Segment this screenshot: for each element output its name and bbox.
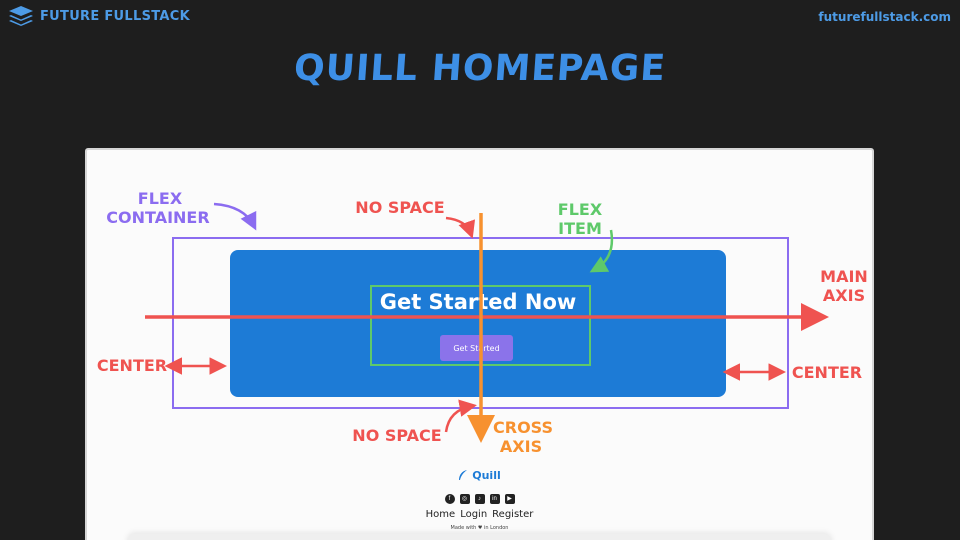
- social-links: f ◎ ♪ in ▶: [87, 494, 872, 504]
- page-title: QUILL HOMEPAGE: [292, 48, 668, 89]
- footer-logo[interactable]: Quill: [458, 469, 501, 482]
- linkedin-icon[interactable]: in: [489, 494, 500, 504]
- hero-section: Get Started Now Get Started: [230, 250, 726, 397]
- get-started-button[interactable]: Get Started: [440, 335, 513, 361]
- feather-icon: [459, 470, 468, 480]
- facebook-icon[interactable]: f: [444, 494, 455, 504]
- site-footer: Quill f ◎ ♪ in ▶ Home Login Register Mad…: [87, 468, 872, 531]
- brand-name: FUTURE FULLSTACK: [40, 8, 190, 24]
- brand: FUTURE FULLSTACK: [8, 5, 190, 27]
- next-section-edge: [127, 534, 832, 540]
- hero-title: Get Started Now: [379, 290, 577, 314]
- layers-icon: [9, 6, 33, 26]
- made-with-text: Made with ♥ in London: [450, 525, 509, 531]
- footer-link-register[interactable]: Register: [492, 509, 534, 520]
- tiktok-icon[interactable]: ♪: [474, 494, 485, 504]
- footer-link-login[interactable]: Login: [460, 509, 488, 520]
- footer-nav: Home Login Register: [87, 509, 872, 520]
- footer-link-home[interactable]: Home: [425, 509, 456, 520]
- homepage-screenshot: Get Started Now Get Started Quill f ◎ ♪ …: [85, 148, 874, 540]
- instagram-icon[interactable]: ◎: [459, 494, 470, 504]
- footer-logo-text: Quill: [472, 469, 501, 482]
- site-url[interactable]: futurefullstack.com: [818, 10, 951, 24]
- youtube-icon[interactable]: ▶: [504, 494, 515, 504]
